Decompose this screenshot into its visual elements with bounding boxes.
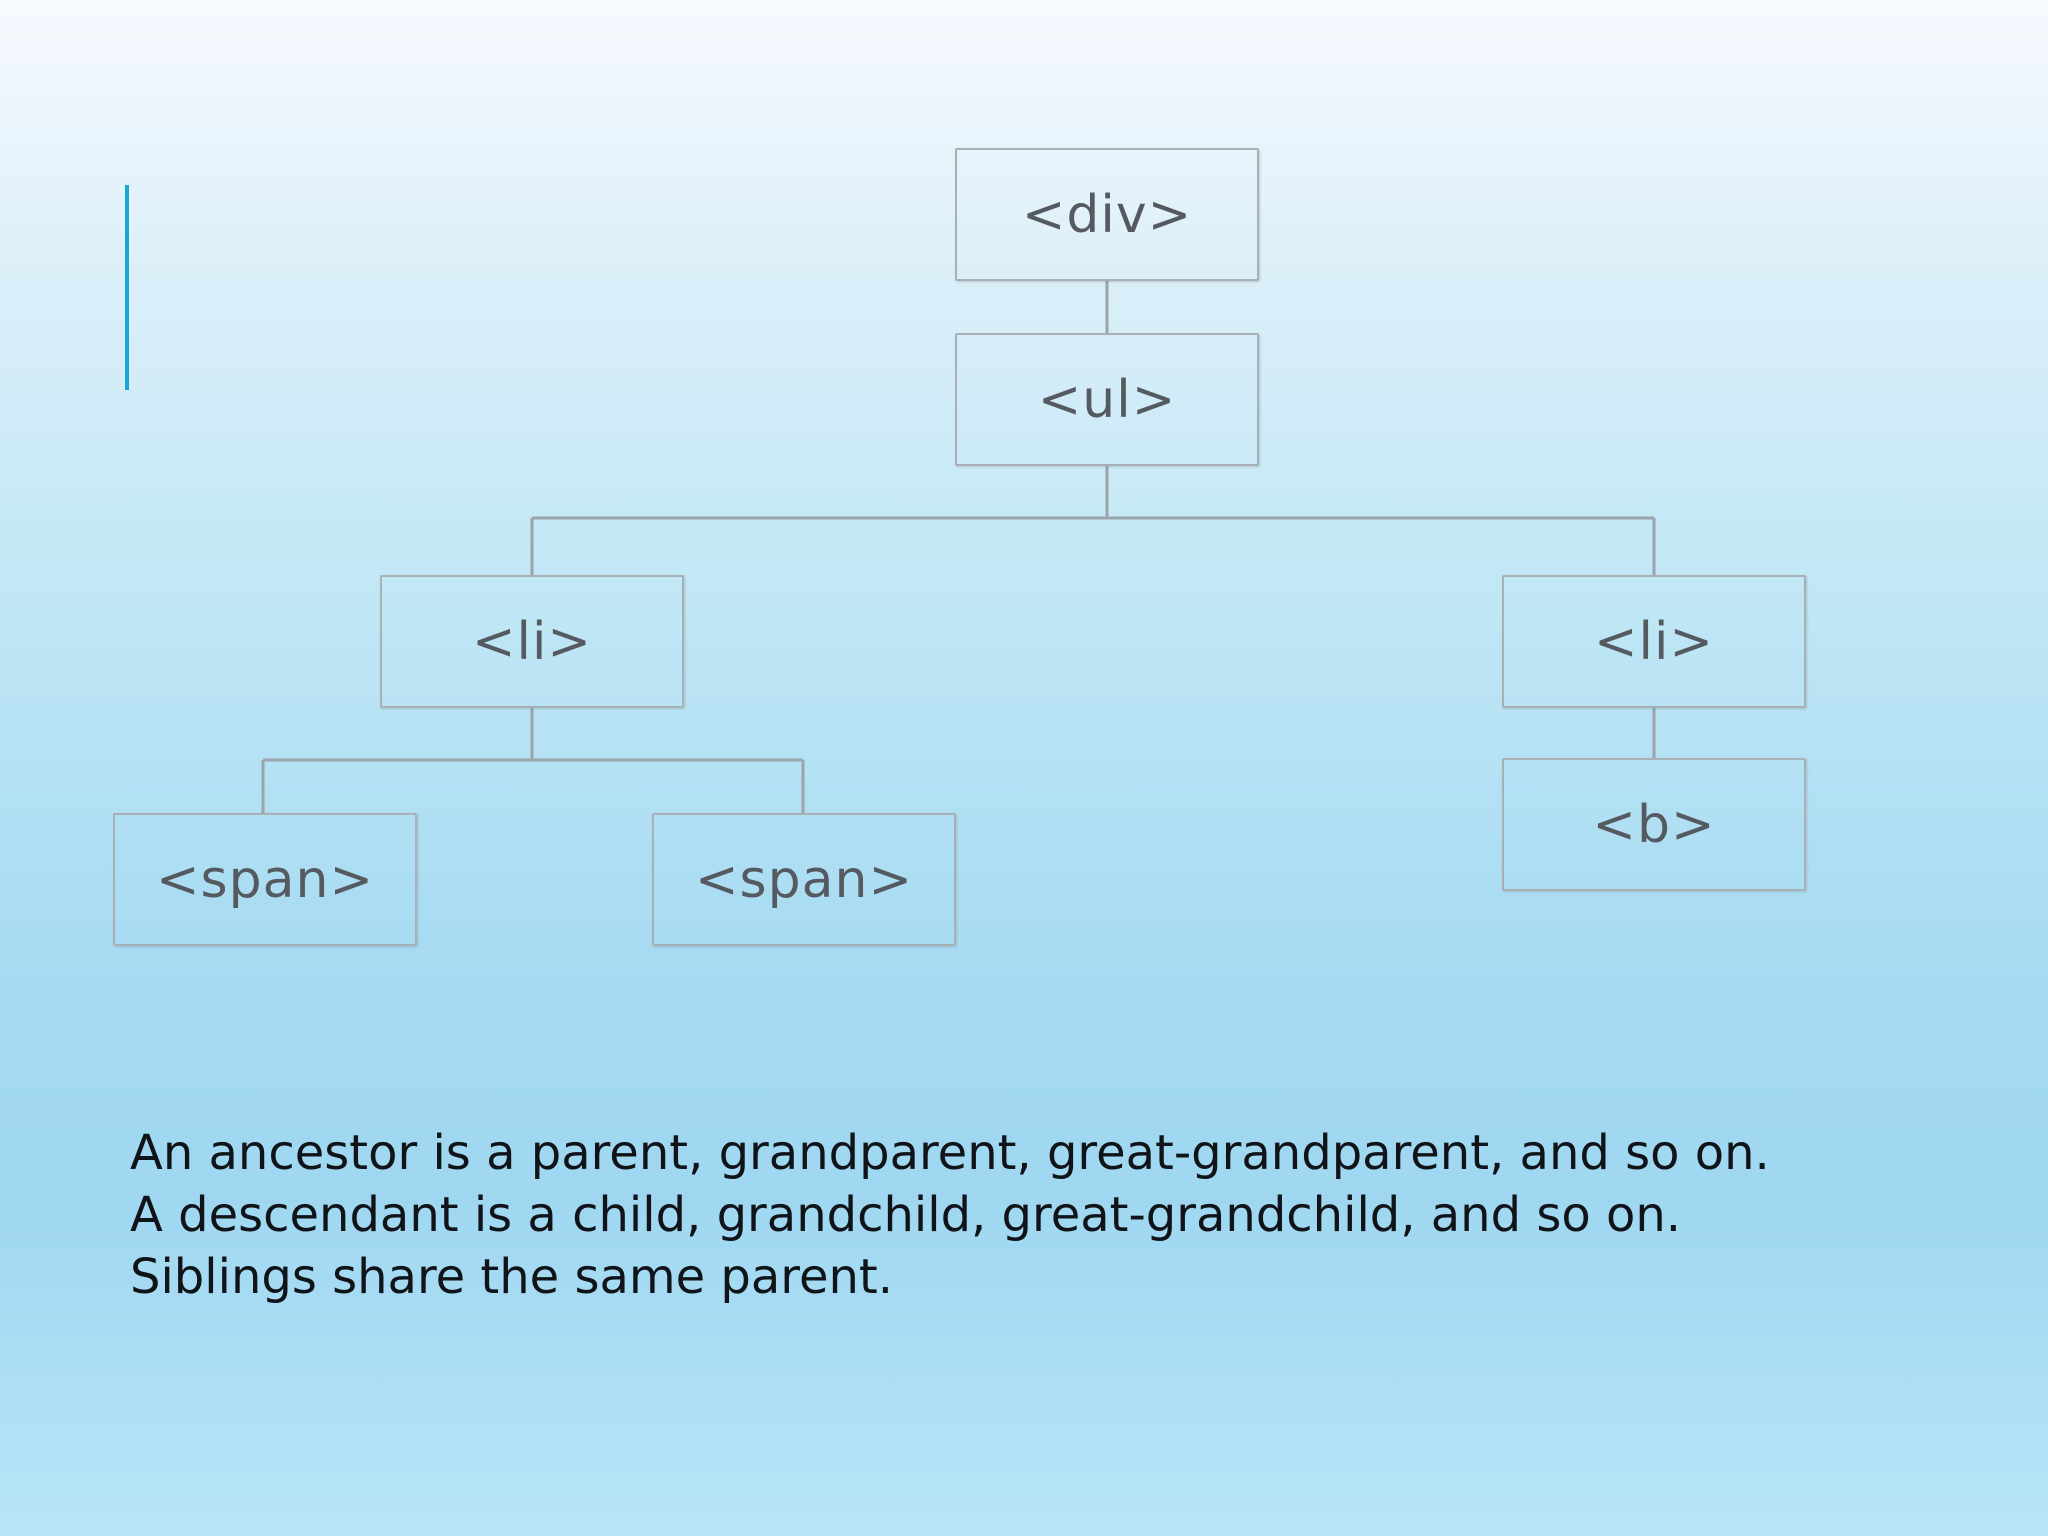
node-li-right: <li> xyxy=(1502,575,1806,708)
node-ul-label: <ul> xyxy=(1037,369,1177,430)
node-li-right-label: <li> xyxy=(1593,611,1715,672)
accent-bar xyxy=(125,185,129,390)
node-li-left: <li> xyxy=(380,575,684,708)
tree-connectors xyxy=(261,280,1656,813)
node-span-2-label: <span> xyxy=(694,849,914,910)
node-div-label: <div> xyxy=(1021,184,1193,245)
node-ul: <ul> xyxy=(955,333,1259,466)
node-span-1: <span> xyxy=(113,813,417,946)
dom-tree-diagram: <div> <ul> <li> <li> <span> <span> <b> xyxy=(113,148,1806,946)
node-span-2: <span> xyxy=(652,813,956,946)
node-b: <b> xyxy=(1502,758,1806,891)
caption-text: An ancestor is a parent, grandparent, gr… xyxy=(130,1122,1980,1308)
node-li-left-label: <li> xyxy=(471,611,593,672)
caption-ancestor: An ancestor is a parent, grandparent, gr… xyxy=(130,1125,1770,1181)
node-div: <div> xyxy=(955,148,1259,281)
caption-descendant: A descendant is a child, grandchild, gre… xyxy=(130,1187,1681,1243)
node-b-label: <b> xyxy=(1592,794,1716,855)
node-span-1-label: <span> xyxy=(155,849,375,910)
caption-siblings: Siblings share the same parent. xyxy=(130,1249,894,1305)
